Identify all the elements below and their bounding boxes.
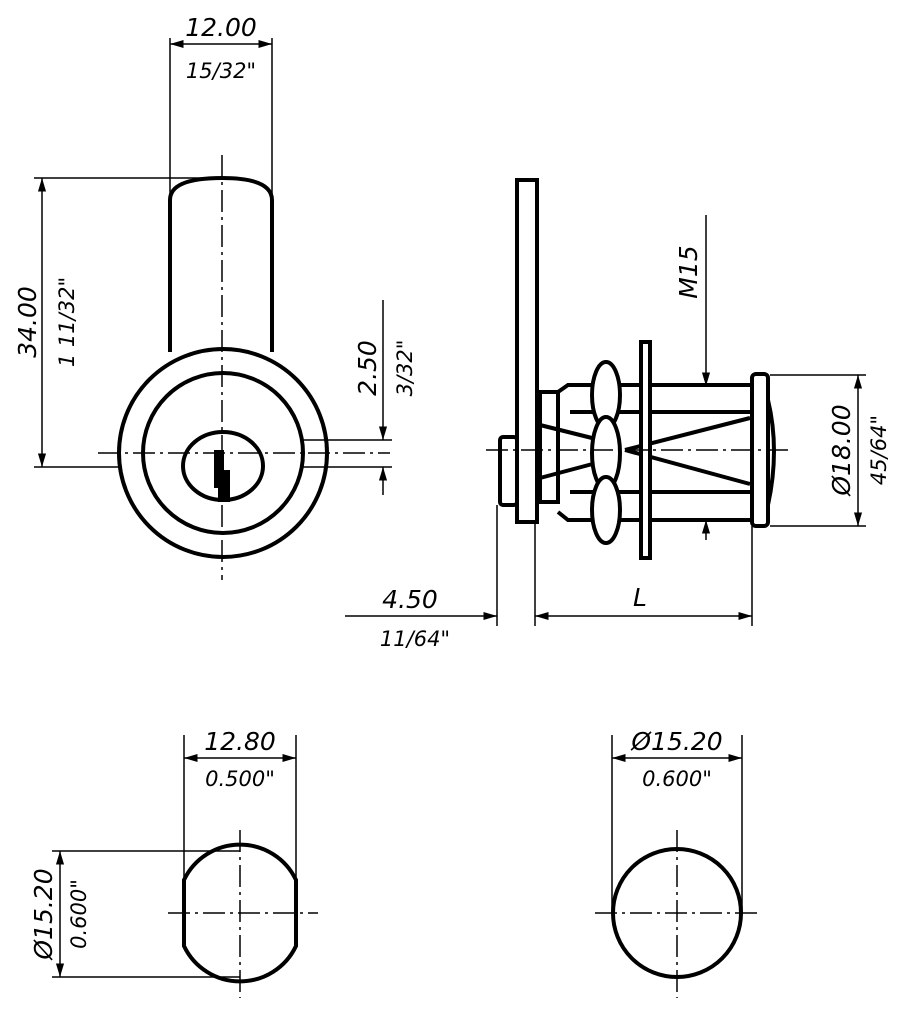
flat-sided-cutout <box>182 842 298 984</box>
hex-nut-bottom <box>590 475 622 545</box>
front-view: 12.00 15/32" 34.00 1 11/32" 2.50 3/32" <box>13 13 417 580</box>
side-view: M15 Ø18.00 45/64" 4.50 11/64" L <box>345 178 891 651</box>
panel-cutout-flat: 12.80 0.500" Ø15.20 0.600" <box>29 727 318 998</box>
front-height-mm: 34.00 <box>13 286 42 358</box>
front-width-mm: 12.00 <box>185 13 257 42</box>
round-diameter-mm: Ø15.20 <box>630 727 722 756</box>
front-nut <box>538 390 560 504</box>
threaded-body <box>556 383 762 522</box>
front-width-in: 15/32" <box>186 59 256 83</box>
flat-diameter-mm: Ø15.20 <box>29 868 58 960</box>
cam-offset-mm: 4.50 <box>382 585 438 614</box>
cam-screw <box>498 435 519 507</box>
side-diameter-in: 45/64" <box>867 415 891 485</box>
round-diameter-in: 0.600" <box>642 767 712 791</box>
front-offset-in: 3/32" <box>393 340 417 397</box>
cylinder-body <box>168 175 274 352</box>
flat-width-in: 0.500" <box>205 767 275 791</box>
panel-cutout-round: Ø15.20 0.600" <box>595 727 760 998</box>
front-height-in: 1 11/32" <box>55 277 79 367</box>
thread-label: M15 <box>674 245 703 298</box>
cam-offset-in: 11/64" <box>380 627 450 651</box>
side-diameter-mm: Ø18.00 <box>827 404 856 496</box>
cam-plate <box>515 178 539 524</box>
length-label: L <box>633 583 647 612</box>
flat-diameter-in: 0.600" <box>67 879 91 949</box>
flat-width-mm: 12.80 <box>204 727 276 756</box>
front-offset-mm: 2.50 <box>353 340 382 396</box>
